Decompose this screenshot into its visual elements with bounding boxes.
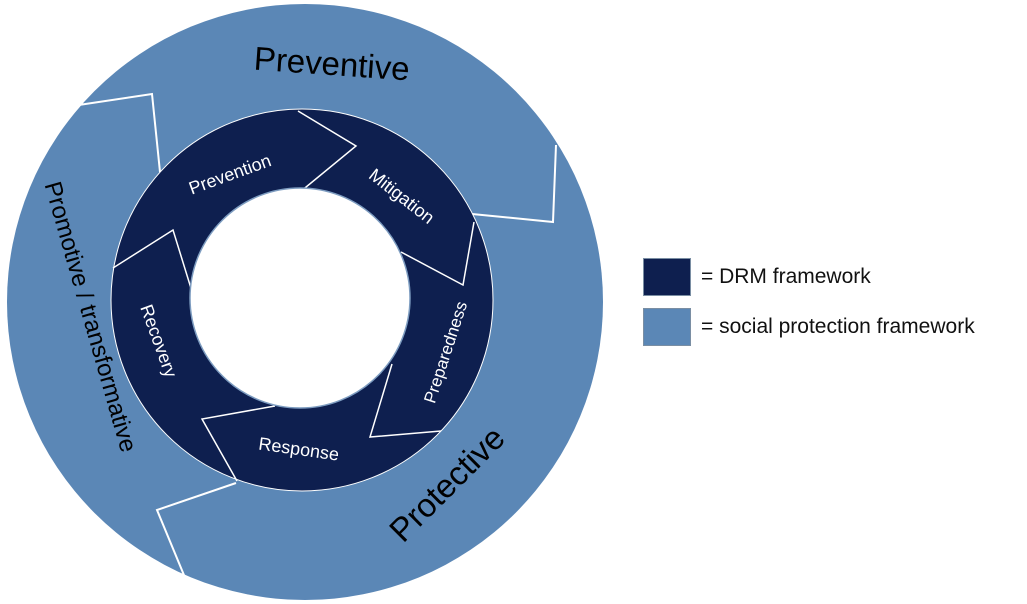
center-hole [189,187,411,409]
legend-swatch-drm [643,258,691,296]
inner-divider-preparedness-response [368,363,442,438]
legend-item-drm: = DRM framework [643,256,1023,298]
inner-divider-response-recovery [200,405,276,482]
outer-divider-preventive-promotive [71,92,161,173]
legend-label-social-protection: = social protection framework [701,315,975,338]
outer-divider-protective-promotive [155,482,237,581]
inner-divider-recovery-prevention [112,228,195,299]
inner-divider-mitigation-preparedness [400,221,475,287]
legend: = DRM framework = social protection fram… [643,256,1023,356]
legend-item-social-protection: = social protection framework [643,306,1023,348]
legend-label-drm: = DRM framework [701,265,871,288]
inner-divider-prevention-mitigation [297,110,358,193]
legend-swatch-social-protection [643,308,691,346]
outer-divider-preventive-protective [471,144,557,224]
inner-ring-white-border [110,108,494,492]
